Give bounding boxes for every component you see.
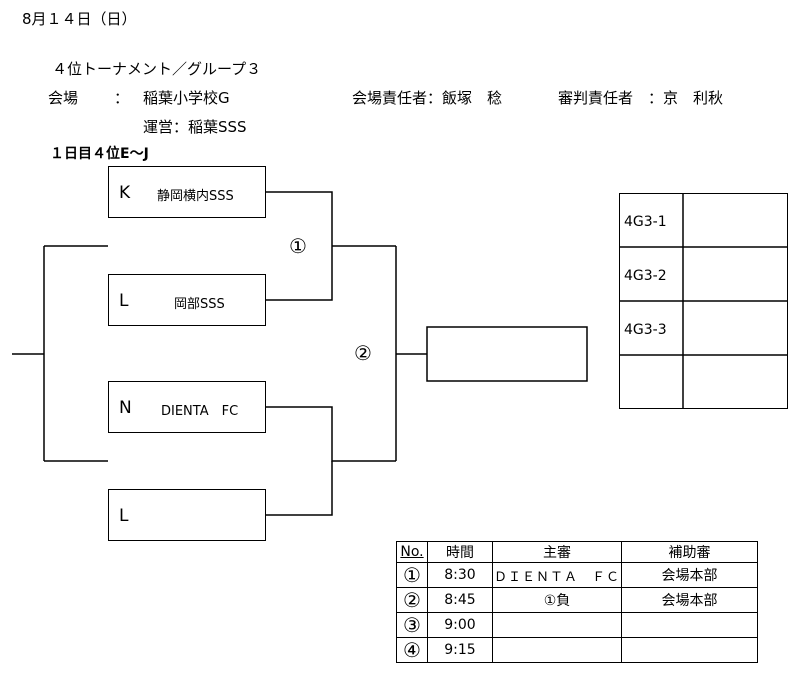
venue-label: 会場 — [48, 89, 79, 107]
header-no: No. — [396, 541, 428, 563]
team-name: 岡部SSS — [174, 297, 225, 312]
row-assistant: 会場本部 — [621, 562, 758, 588]
team-name: DIENTA FC — [161, 404, 239, 419]
team-letter: N — [119, 398, 132, 418]
result-label: 4G3-1 — [624, 214, 667, 230]
tournament-title: ４位トーナメント／グループ３ — [52, 60, 262, 78]
row-referee: ①負 — [492, 587, 622, 613]
team-letter: K — [119, 183, 131, 203]
team-letter: L — [119, 291, 129, 311]
schedule-table: No. 時間 主審 補助審 ① 8:30 ＤＩＥＮＴＡ ＦＣ 会場本部 ② 8:… — [396, 541, 758, 663]
row-time: 9:00 — [427, 612, 493, 638]
row-no: ③ — [396, 612, 428, 638]
results-grid-lines — [618, 192, 788, 409]
match-marker-1: ① — [289, 234, 307, 258]
operation-name: 稲葉SSS — [188, 118, 247, 136]
table-row: ④ 9:15 — [396, 637, 758, 663]
result-row — [620, 356, 787, 410]
row-referee: ＤＩＥＮＴＡ ＦＣ — [492, 562, 622, 588]
row-time: 8:45 — [427, 587, 493, 613]
venue-colon: ： — [114, 89, 130, 107]
row-assistant: 会場本部 — [621, 587, 758, 613]
table-row: ③ 9:00 — [396, 612, 758, 638]
row-assistant — [621, 637, 758, 663]
row-no: ④ — [396, 637, 428, 663]
row-time: 8:30 — [427, 562, 493, 588]
date-label: 8月１４日（日） — [22, 10, 137, 28]
header-referee: 主審 — [492, 541, 622, 563]
table-row: ① 8:30 ＤＩＥＮＴＡ ＦＣ 会場本部 — [396, 562, 758, 588]
header-time: 時間 — [427, 541, 493, 563]
result-row: 4G3-2 — [620, 248, 787, 302]
team-box-l-1: L 岡部SSS — [108, 274, 266, 326]
schedule-header-row: No. 時間 主審 補助審 — [396, 541, 758, 563]
row-time: 9:15 — [427, 637, 493, 663]
row-no: ① — [396, 562, 428, 588]
row-referee — [492, 612, 622, 638]
team-box-n: N DIENTA FC — [108, 381, 266, 433]
referee-manager: 審判責任者 ：京 利秋 — [558, 89, 724, 107]
team-name: 静岡横内SSS — [157, 189, 234, 204]
operation-label: 運営：稲葉SSS — [143, 120, 247, 135]
result-row: 4G3-1 — [620, 194, 787, 248]
result-row: 4G3-3 — [620, 302, 787, 356]
match-marker-2: ② — [354, 341, 372, 365]
team-box-k: K 静岡横内SSS — [108, 166, 266, 218]
row-referee — [492, 637, 622, 663]
venue-manager: 会場責任者：飯塚 稔 — [352, 89, 503, 107]
team-box-l-2: L — [108, 489, 266, 541]
day-label: １日目４位E～J — [50, 146, 149, 162]
row-assistant — [621, 612, 758, 638]
table-row: ② 8:45 ①負 会場本部 — [396, 587, 758, 613]
match2-connector — [266, 406, 396, 462]
result-label: 4G3-2 — [624, 268, 667, 284]
winner-box — [426, 326, 588, 382]
results-grid: 4G3-1 4G3-2 4G3-3 — [618, 192, 788, 410]
operation-label-text: 運営： — [143, 118, 189, 136]
header-assistant: 補助審 — [621, 541, 758, 563]
team-letter: L — [119, 506, 129, 526]
result-label: 4G3-3 — [624, 322, 667, 338]
match2-lower — [266, 461, 333, 516]
venue-name: 稲葉小学校G — [143, 89, 230, 107]
row-no: ② — [396, 587, 428, 613]
